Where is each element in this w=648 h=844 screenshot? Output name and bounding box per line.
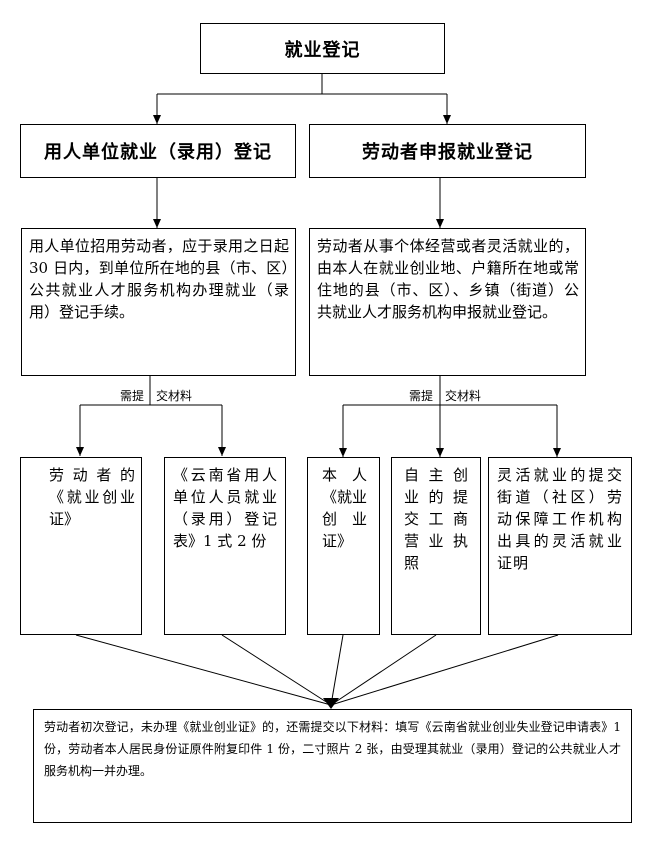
material-flexible-employment-proof: 灵活就业的提交街道（社区）劳动保障工作机构出具的灵活就业证明 <box>488 457 632 635</box>
material-own-employment-card: 本人《就业创业证》 <box>307 457 380 635</box>
first-registration-note: 劳动者初次登记，未办理《就业创业证》的，还需提交以下材料：填写《云南省就业创业失… <box>33 709 632 823</box>
employer-description: 用人单位招用劳动者，应于录用之日起 30 日内，到单位所在地的县（市、区）公共就… <box>21 228 296 376</box>
node-title: 劳动者申报就业登记 <box>362 142 533 163</box>
node-title: 用人单位就业（录用）登记 <box>44 142 272 163</box>
node-employment-registration: 就业登记 <box>200 23 445 74</box>
label-submit-left-a: 需提 <box>120 389 145 403</box>
node-title: 就业登记 <box>284 39 361 61</box>
worker-description: 劳动者从事个体经营或者灵活就业的，由本人在就业创业地、户籍所在地或常住地的县（市… <box>309 228 586 376</box>
node-employer-registration: 用人单位就业（录用）登记 <box>20 124 296 178</box>
label-submit-right-a: 需提 <box>409 389 434 403</box>
label-submit-left-b: 交材料 <box>156 389 193 403</box>
label-submit-right-b: 交材料 <box>445 389 482 403</box>
material-employment-card: 劳动者的《就业创业证》 <box>20 457 142 635</box>
material-business-license: 自主创业的提交工商营业执照 <box>391 457 481 635</box>
material-registration-form: 《云南省用人单位人员就业（录用）登记表》1 式 2 份 <box>164 457 286 635</box>
node-worker-registration: 劳动者申报就业登记 <box>309 124 586 178</box>
